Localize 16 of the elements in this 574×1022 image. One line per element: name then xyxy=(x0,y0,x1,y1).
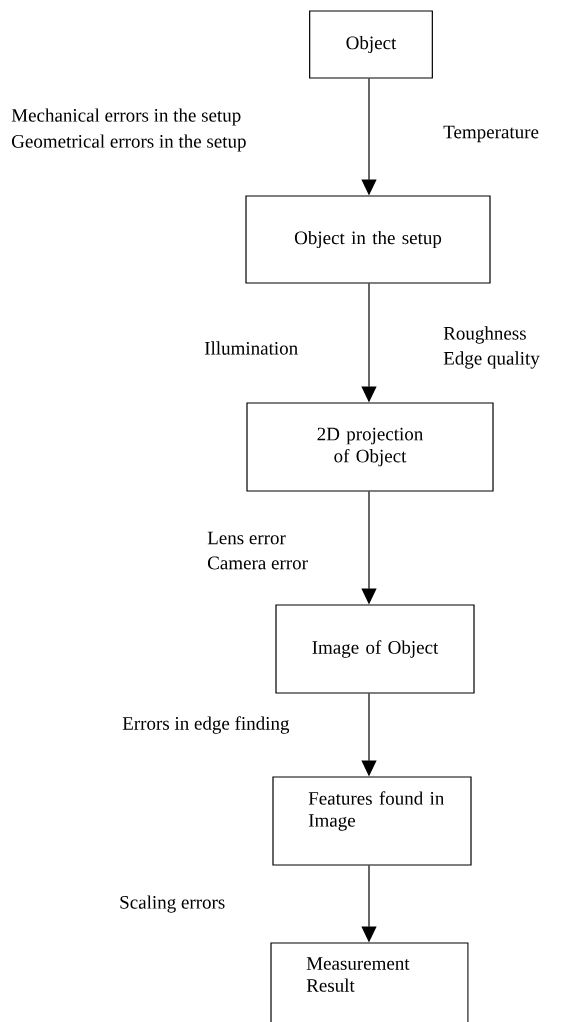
annotation-label: Camera error xyxy=(208,556,308,570)
annotation-label: Illumination xyxy=(204,341,298,355)
annotation-label: Lens error xyxy=(207,531,286,545)
annotation-label: Geometrical errors in the setup xyxy=(12,134,246,152)
annotation-label: Scaling errors xyxy=(120,895,225,913)
annotation-label: Mechanical errors in the setup xyxy=(11,108,241,126)
process-box: Object in the setup xyxy=(245,195,491,284)
process-box: Image of Object xyxy=(275,604,475,694)
process-box: 2D projection of Object xyxy=(246,402,494,492)
process-box: Features found in Image xyxy=(272,776,472,866)
annotation-label: Temperature xyxy=(443,125,539,143)
process-box: Object xyxy=(309,10,433,79)
process-box: Measurement Result xyxy=(270,942,469,1022)
annotation-label: Errors in edge finding xyxy=(122,716,290,734)
annotation-label: Edge quality xyxy=(443,351,540,369)
annotation-label: Roughness xyxy=(443,326,526,344)
